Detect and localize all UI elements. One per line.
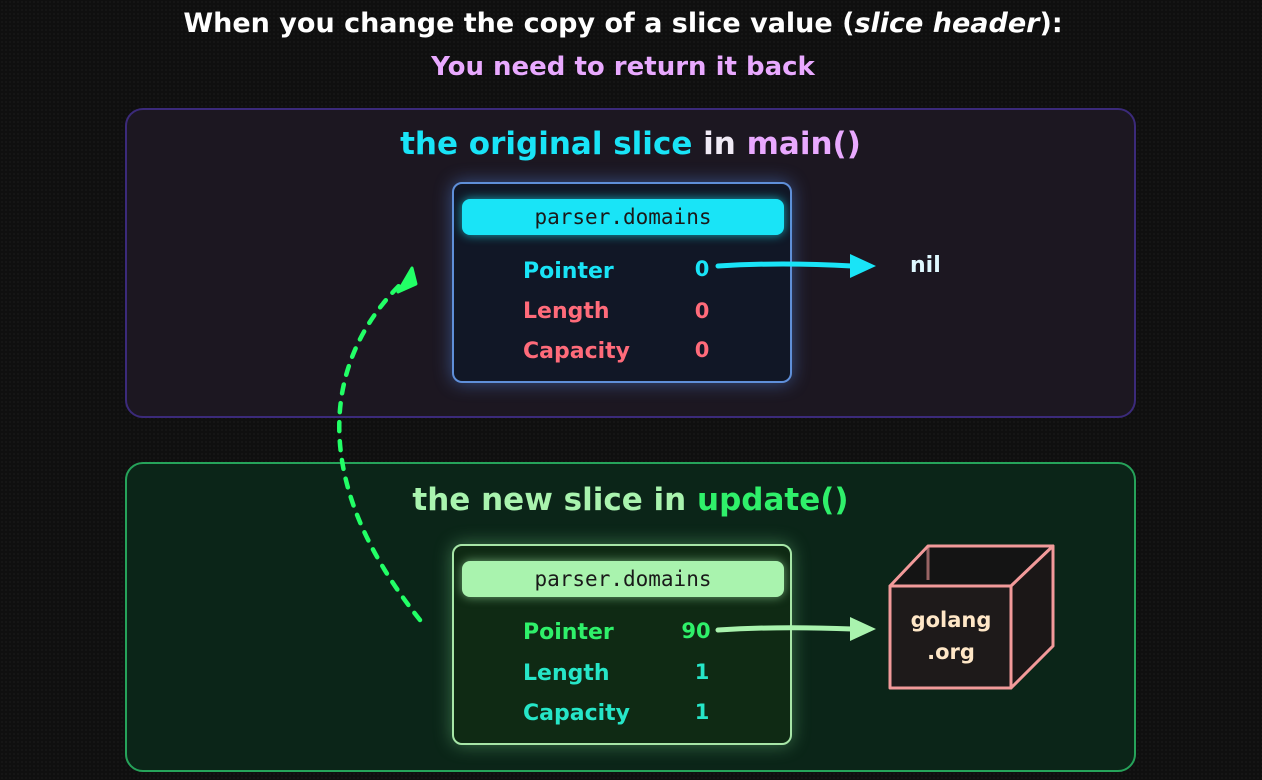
- pointer-arrowhead-top: [850, 254, 876, 278]
- pointer-label: Pointer: [523, 620, 614, 645]
- golang-box-label-line2: .org: [927, 640, 975, 664]
- original-slice-header-card: parser.domains Pointer 0 Length 0 Capaci…: [452, 182, 792, 383]
- new-slice-header-card: parser.domains Pointer 90 Length 1 Capac…: [452, 544, 792, 745]
- pointer-arrowhead-bottom: [850, 617, 876, 641]
- pointer-arrow-to-nil: [715, 261, 855, 269]
- capacity-label: Capacity: [523, 701, 631, 726]
- pointer-value: 0: [694, 257, 710, 281]
- original-slice-panel-title: the original slice in main(): [400, 126, 861, 162]
- new-slice-panel-title: the new slice in update(): [412, 482, 849, 518]
- golang-box-label-line1: golang: [910, 608, 992, 632]
- diagram-title: When you change the copy of a slice valu…: [183, 8, 1063, 39]
- nil-target-label: nil: [910, 253, 941, 278]
- pointer-value: 90: [681, 619, 711, 643]
- length-label: Length: [523, 661, 610, 686]
- return-arrowhead: [396, 266, 418, 294]
- capacity-value: 1: [694, 700, 710, 724]
- pointer-arrow-to-box: [715, 625, 855, 633]
- pointer-label: Pointer: [523, 259, 614, 284]
- golang-box-drawing: [888, 544, 1055, 690]
- card-header: parser.domains: [462, 561, 784, 597]
- capacity-label: Capacity: [523, 339, 631, 364]
- length-label: Length: [523, 299, 610, 324]
- return-dashed-arrow: [337, 277, 423, 623]
- length-value: 1: [694, 660, 710, 684]
- card-header: parser.domains: [462, 199, 784, 235]
- length-value: 0: [694, 299, 710, 323]
- capacity-value: 0: [694, 338, 710, 362]
- diagram-subtitle: You need to return it back: [431, 52, 815, 82]
